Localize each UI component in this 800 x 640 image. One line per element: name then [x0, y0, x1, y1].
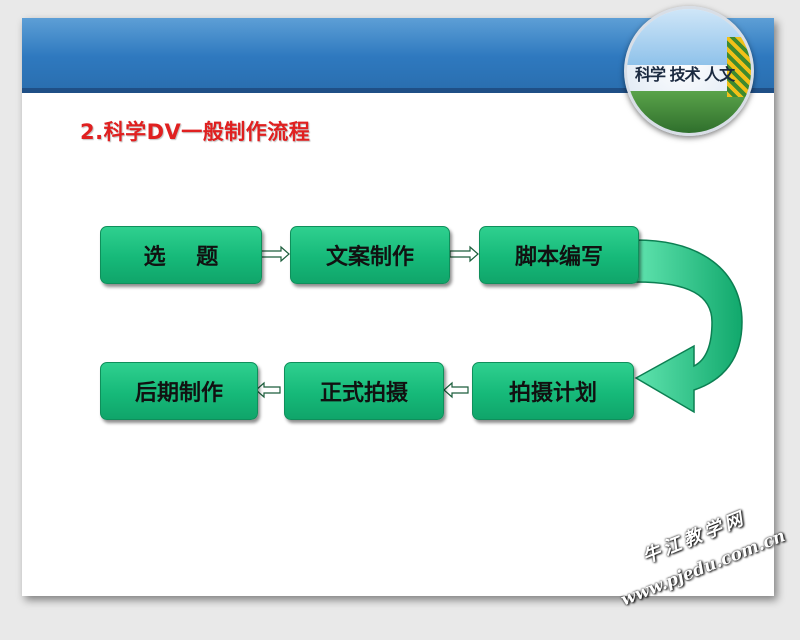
step-script-writing: 脚本编写: [479, 226, 639, 284]
arrow-left-1: [255, 381, 281, 399]
logo-text: 科学 技术 人文: [635, 65, 735, 84]
step-post-production: 后期制作: [100, 362, 258, 420]
slide-title: 2.科学DV一般制作流程: [80, 120, 311, 144]
arrow-right-1: [260, 245, 290, 263]
step-filming: 正式拍摄: [284, 362, 444, 420]
flow-connectors: [255, 239, 743, 414]
logo-field: [627, 91, 751, 133]
header-divider: [22, 88, 774, 93]
arrow-left-2: [443, 381, 469, 399]
arrow-right-2: [449, 245, 479, 263]
flower-icon: [727, 37, 751, 97]
logo-badge: 科学 技术 人文: [624, 6, 754, 136]
step-copywriting: 文案制作: [290, 226, 450, 284]
step-topic-selection: 选 题: [100, 226, 262, 284]
u-turn-arrow: [634, 239, 743, 414]
step-shooting-plan: 拍摄计划: [472, 362, 634, 420]
